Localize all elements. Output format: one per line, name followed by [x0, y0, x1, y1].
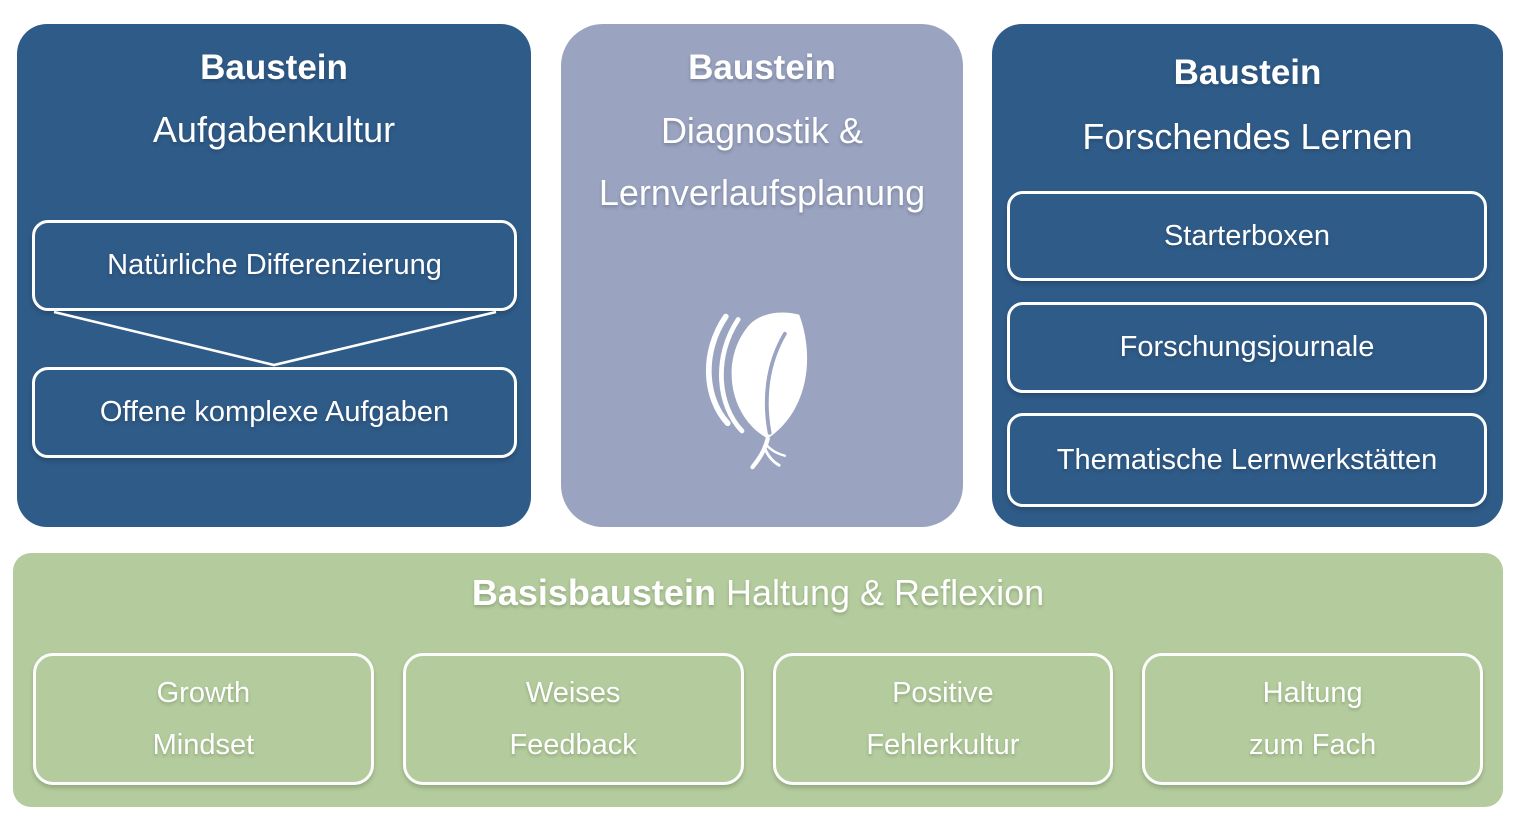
box-forschungsjournale: Forschungsjournale: [1007, 302, 1487, 393]
box-line: Positive: [892, 677, 994, 709]
box-growth-mindset: Growth Mindset: [33, 653, 374, 785]
box-line: Feedback: [509, 729, 637, 761]
box-label: Forschungsjournale: [1119, 331, 1375, 363]
card-label: Baustein: [1173, 53, 1322, 92]
basis-label: Basisbaustein: [471, 572, 716, 613]
card-label: Baustein: [688, 48, 836, 87]
box-line: Growth: [156, 677, 251, 709]
card-forschendes-lernen: Baustein Forschendes Lernen Starterboxen…: [992, 24, 1503, 527]
box-line: zum Fach: [1248, 729, 1377, 761]
box-haltung-zum-fach: Haltung zum Fach: [1142, 653, 1483, 785]
card-title-line2: Lernverlaufsplanung: [598, 172, 926, 213]
box-line: Haltung: [1262, 677, 1363, 709]
box-starterboxen: Starterboxen: [1007, 191, 1487, 281]
card-diagnostik-lernverlaufsplanung: Baustein Diagnostik & Lernverlaufsplanun…: [561, 24, 963, 527]
basis-box-row: Growth Mindset Weises Feedback Positive …: [33, 653, 1483, 785]
basis-title: Haltung & Reflexion: [725, 572, 1045, 613]
box-offene-komplexe-aufgaben: Offene komplexe Aufgaben: [32, 367, 517, 458]
basis-heading: Basisbaustein Haltung & Reflexion: [13, 569, 1503, 617]
card-label: Baustein: [200, 48, 348, 87]
card-basisbaustein: Basisbaustein Haltung & Reflexion Growth…: [13, 553, 1503, 807]
box-thematische-lernwerkstaetten: Thematische Lernwerkstätten: [1007, 413, 1487, 507]
box-line: Fehlerkultur: [866, 729, 1020, 761]
card-title: Forschendes Lernen: [1082, 116, 1413, 157]
box-label: Offene komplexe Aufgaben: [99, 396, 450, 428]
box-label: Thematische Lernwerkstätten: [1056, 443, 1438, 476]
box-label: Starterboxen: [1163, 219, 1331, 252]
box-label: Natürliche Differenzierung: [107, 249, 442, 281]
card-aufgabenkultur: Baustein Aufgabenkultur Natürliche Diffe…: [17, 24, 531, 527]
box-positive-fehlerkultur: Positive Fehlerkultur: [772, 653, 1114, 785]
box-natuerliche-differenzierung: Natürliche Differenzierung: [32, 220, 517, 311]
leaf-icon: [701, 306, 823, 472]
box-line: Mindset: [152, 729, 255, 761]
card-title: Aufgabenkultur: [152, 109, 396, 150]
card-title-line1: Diagnostik &: [660, 110, 864, 151]
box-line: Weises: [525, 677, 621, 709]
box-weises-feedback: Weises Feedback: [402, 653, 744, 785]
